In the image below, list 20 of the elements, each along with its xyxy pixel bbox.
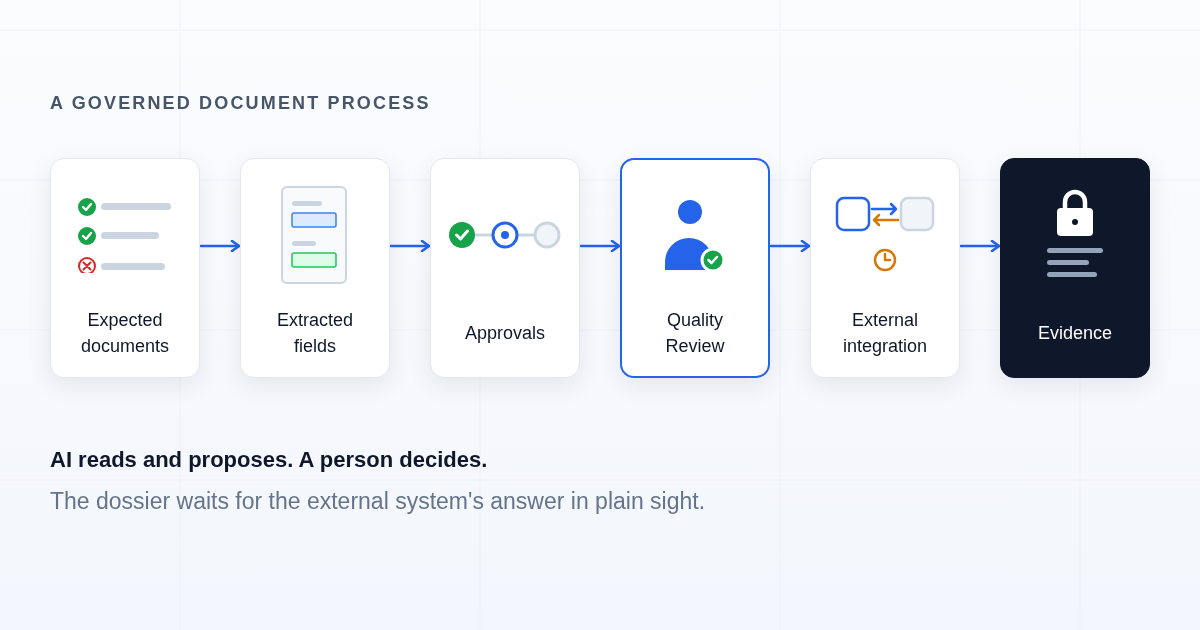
process-card <box>1000 158 1150 378</box>
card-label: Quality Review <box>664 309 726 358</box>
arrow <box>769 239 811 253</box>
arrow <box>389 239 431 253</box>
process-card <box>50 158 200 378</box>
card-label: Expected documents <box>79 309 171 358</box>
card-label: Approvals <box>464 322 545 345</box>
arrow <box>959 239 1001 253</box>
arrow <box>579 239 621 253</box>
process-card <box>810 158 960 378</box>
subtitle: The dossier waits for the external system's answer in plain sight. <box>50 487 706 516</box>
headline: AI reads and proposes. A person decides. <box>50 446 488 474</box>
process-card <box>430 158 580 378</box>
process-card <box>240 158 390 378</box>
process-card <box>620 158 770 378</box>
arrow <box>199 239 241 253</box>
card-label: External integration <box>841 309 929 358</box>
card-label: Extracted fields <box>275 309 354 358</box>
card-label: Evidence <box>1037 322 1113 345</box>
section-title: A GOVERNED DOCUMENT PROCESS <box>50 92 431 115</box>
